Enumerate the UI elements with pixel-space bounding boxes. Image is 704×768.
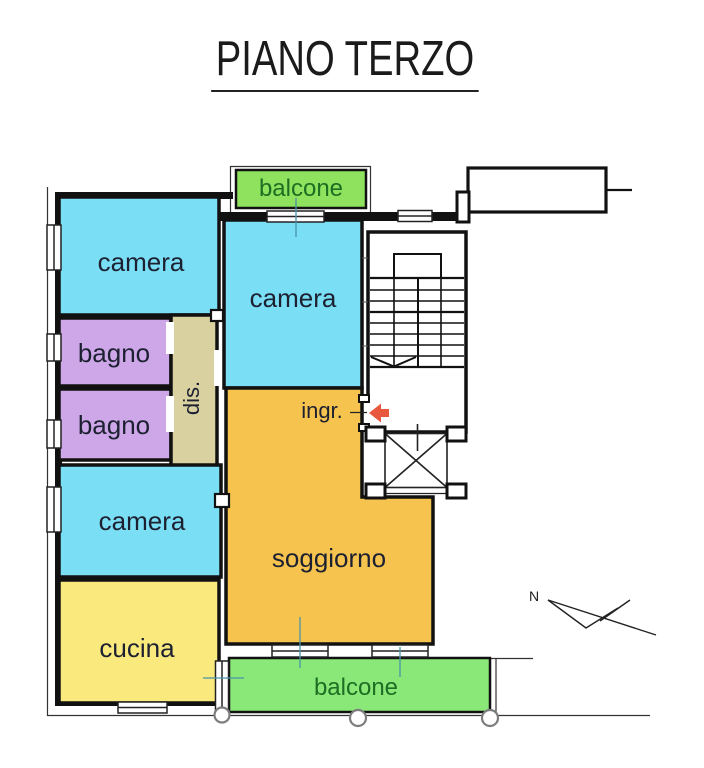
room-label-bagno-lower: bagno xyxy=(77,410,151,440)
stair-treads xyxy=(370,276,464,369)
room-label-balcone-bottom: balcone xyxy=(313,674,399,701)
compass-north-label: N xyxy=(528,588,540,604)
room-balcone-top xyxy=(234,168,368,210)
door-openings xyxy=(166,308,231,509)
compass-north-arrow xyxy=(547,599,657,636)
room-label-camera-sw: camera xyxy=(98,506,186,536)
page-title: PIANO TERZO xyxy=(211,34,479,92)
room-dis-corridor xyxy=(169,313,219,469)
room-label-camera-nw: camera xyxy=(97,247,185,277)
elevator-shaft xyxy=(364,424,468,500)
room-soggiorno xyxy=(224,386,435,646)
room-label-camera-center: camera xyxy=(249,283,337,313)
stair-direction-arrow xyxy=(370,356,417,368)
pillar-circles xyxy=(213,706,500,728)
window-symbols-left xyxy=(46,224,62,533)
room-cucina xyxy=(57,578,221,705)
entry-arrow-icon xyxy=(369,403,389,423)
room-label-dis: dis. xyxy=(179,380,204,416)
perimeter-lines xyxy=(46,165,650,717)
room-camera-nw xyxy=(57,195,221,317)
room-label-soggiorno: soggiorno xyxy=(271,543,387,573)
room-label-ingresso: ingr. xyxy=(301,398,343,423)
room-label-bagno-upper: bagno xyxy=(77,338,151,368)
door-swing-ticks xyxy=(203,198,401,679)
neighbor-balcony xyxy=(455,166,632,224)
room-label-cucina: cucina xyxy=(99,633,175,663)
stairwell xyxy=(358,230,468,434)
room-label-balcone-top: balcone xyxy=(258,175,344,202)
